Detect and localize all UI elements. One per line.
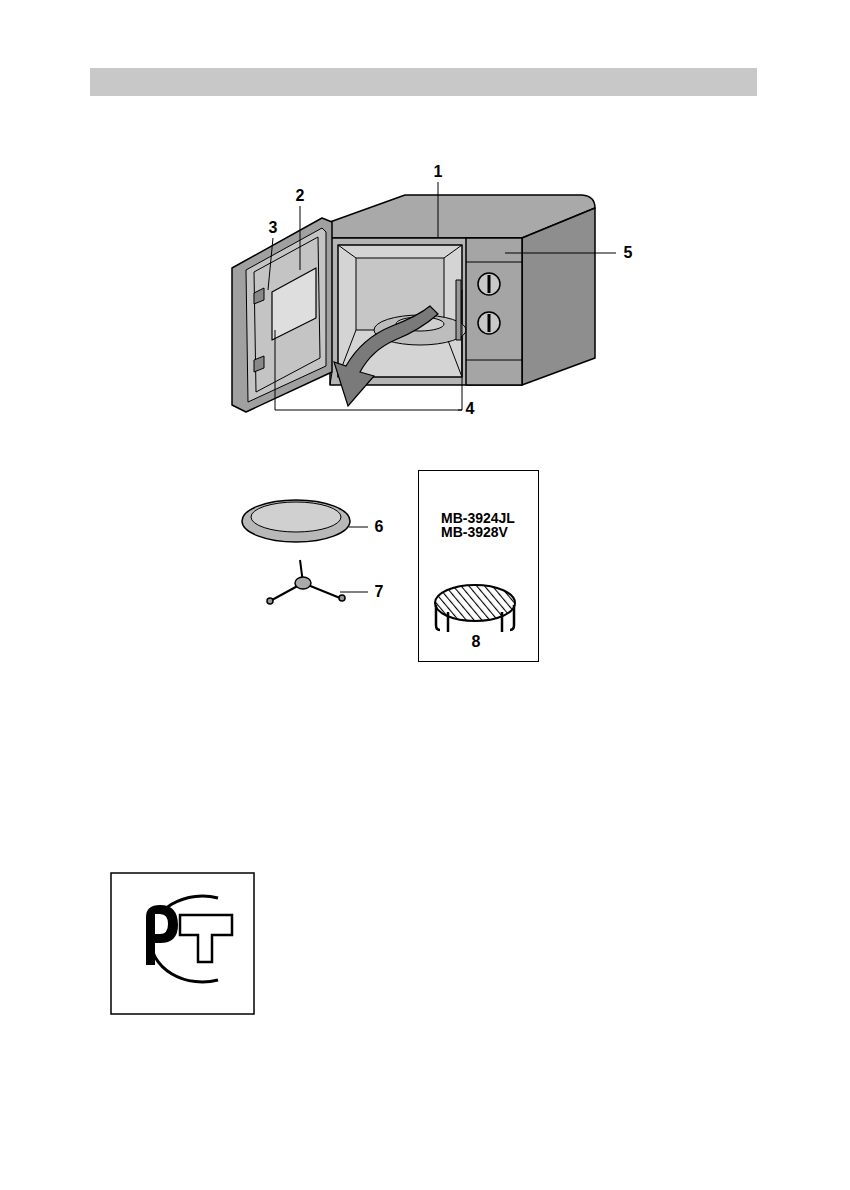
oven-body — [232, 195, 595, 412]
accessory-box: MB-3924JL MB-3928V 8 — [418, 470, 539, 662]
grill-rack — [435, 585, 515, 632]
callout-number: 4 — [466, 400, 475, 418]
callout-number: 5 — [624, 244, 633, 262]
callout-number: 6 — [375, 518, 384, 536]
slide-arrow — [334, 306, 438, 406]
callout-number: 1 — [434, 163, 443, 181]
model-name: MB-3924JL MB-3928V — [441, 511, 533, 539]
callout-number: 7 — [375, 583, 384, 601]
certification-mark — [111, 873, 254, 1014]
callout-number: 8 — [419, 633, 533, 651]
roller-ring — [267, 560, 345, 604]
glass-tray — [242, 500, 350, 542]
callout-number: 2 — [296, 187, 305, 205]
callout-number: 3 — [269, 219, 278, 237]
header-bar — [90, 68, 757, 96]
